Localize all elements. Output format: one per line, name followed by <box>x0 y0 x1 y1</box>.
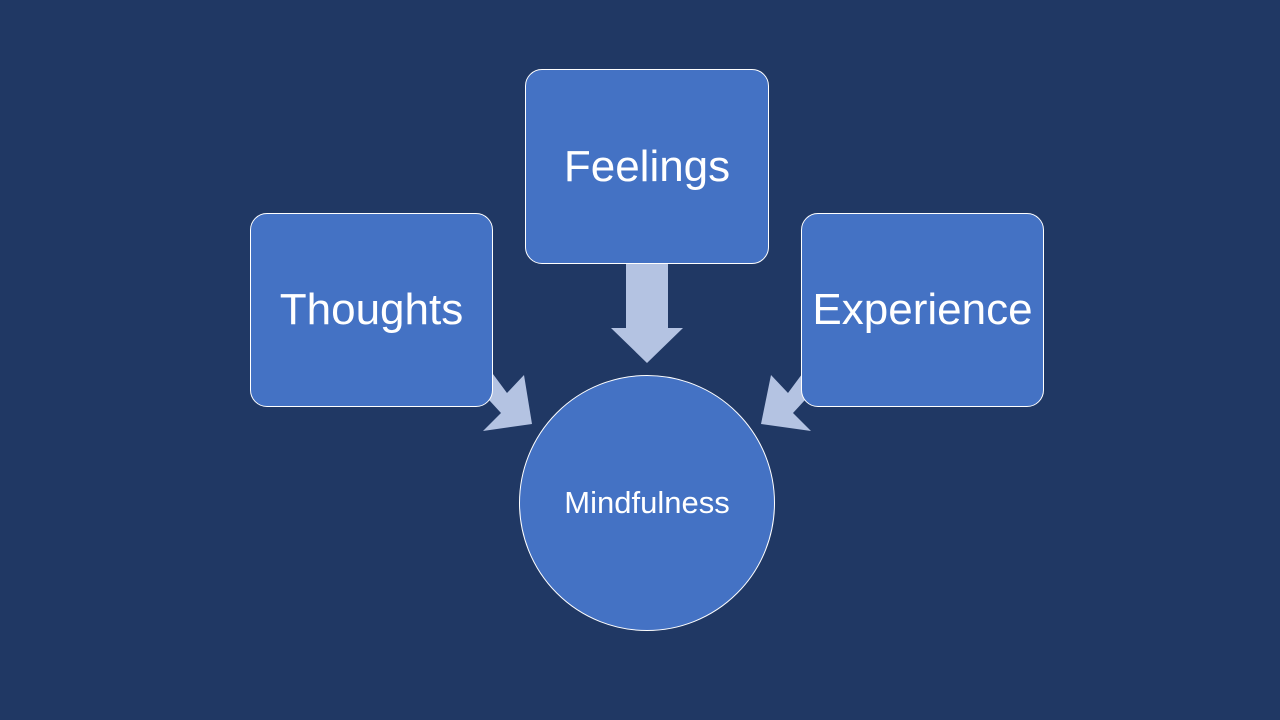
feelings-label: Feelings <box>563 141 731 191</box>
arrow-feelings-to-mindfulness <box>611 264 683 363</box>
feelings-node: Feelings <box>525 69 769 264</box>
mindfulness-label: Mindfulness <box>564 485 730 520</box>
thoughts-label: Thoughts <box>279 285 464 334</box>
mindfulness-node: Mindfulness <box>519 375 775 631</box>
experience-node: Experience <box>801 213 1044 407</box>
thoughts-node: Thoughts <box>250 213 493 407</box>
experience-label: Experience <box>812 285 1033 334</box>
